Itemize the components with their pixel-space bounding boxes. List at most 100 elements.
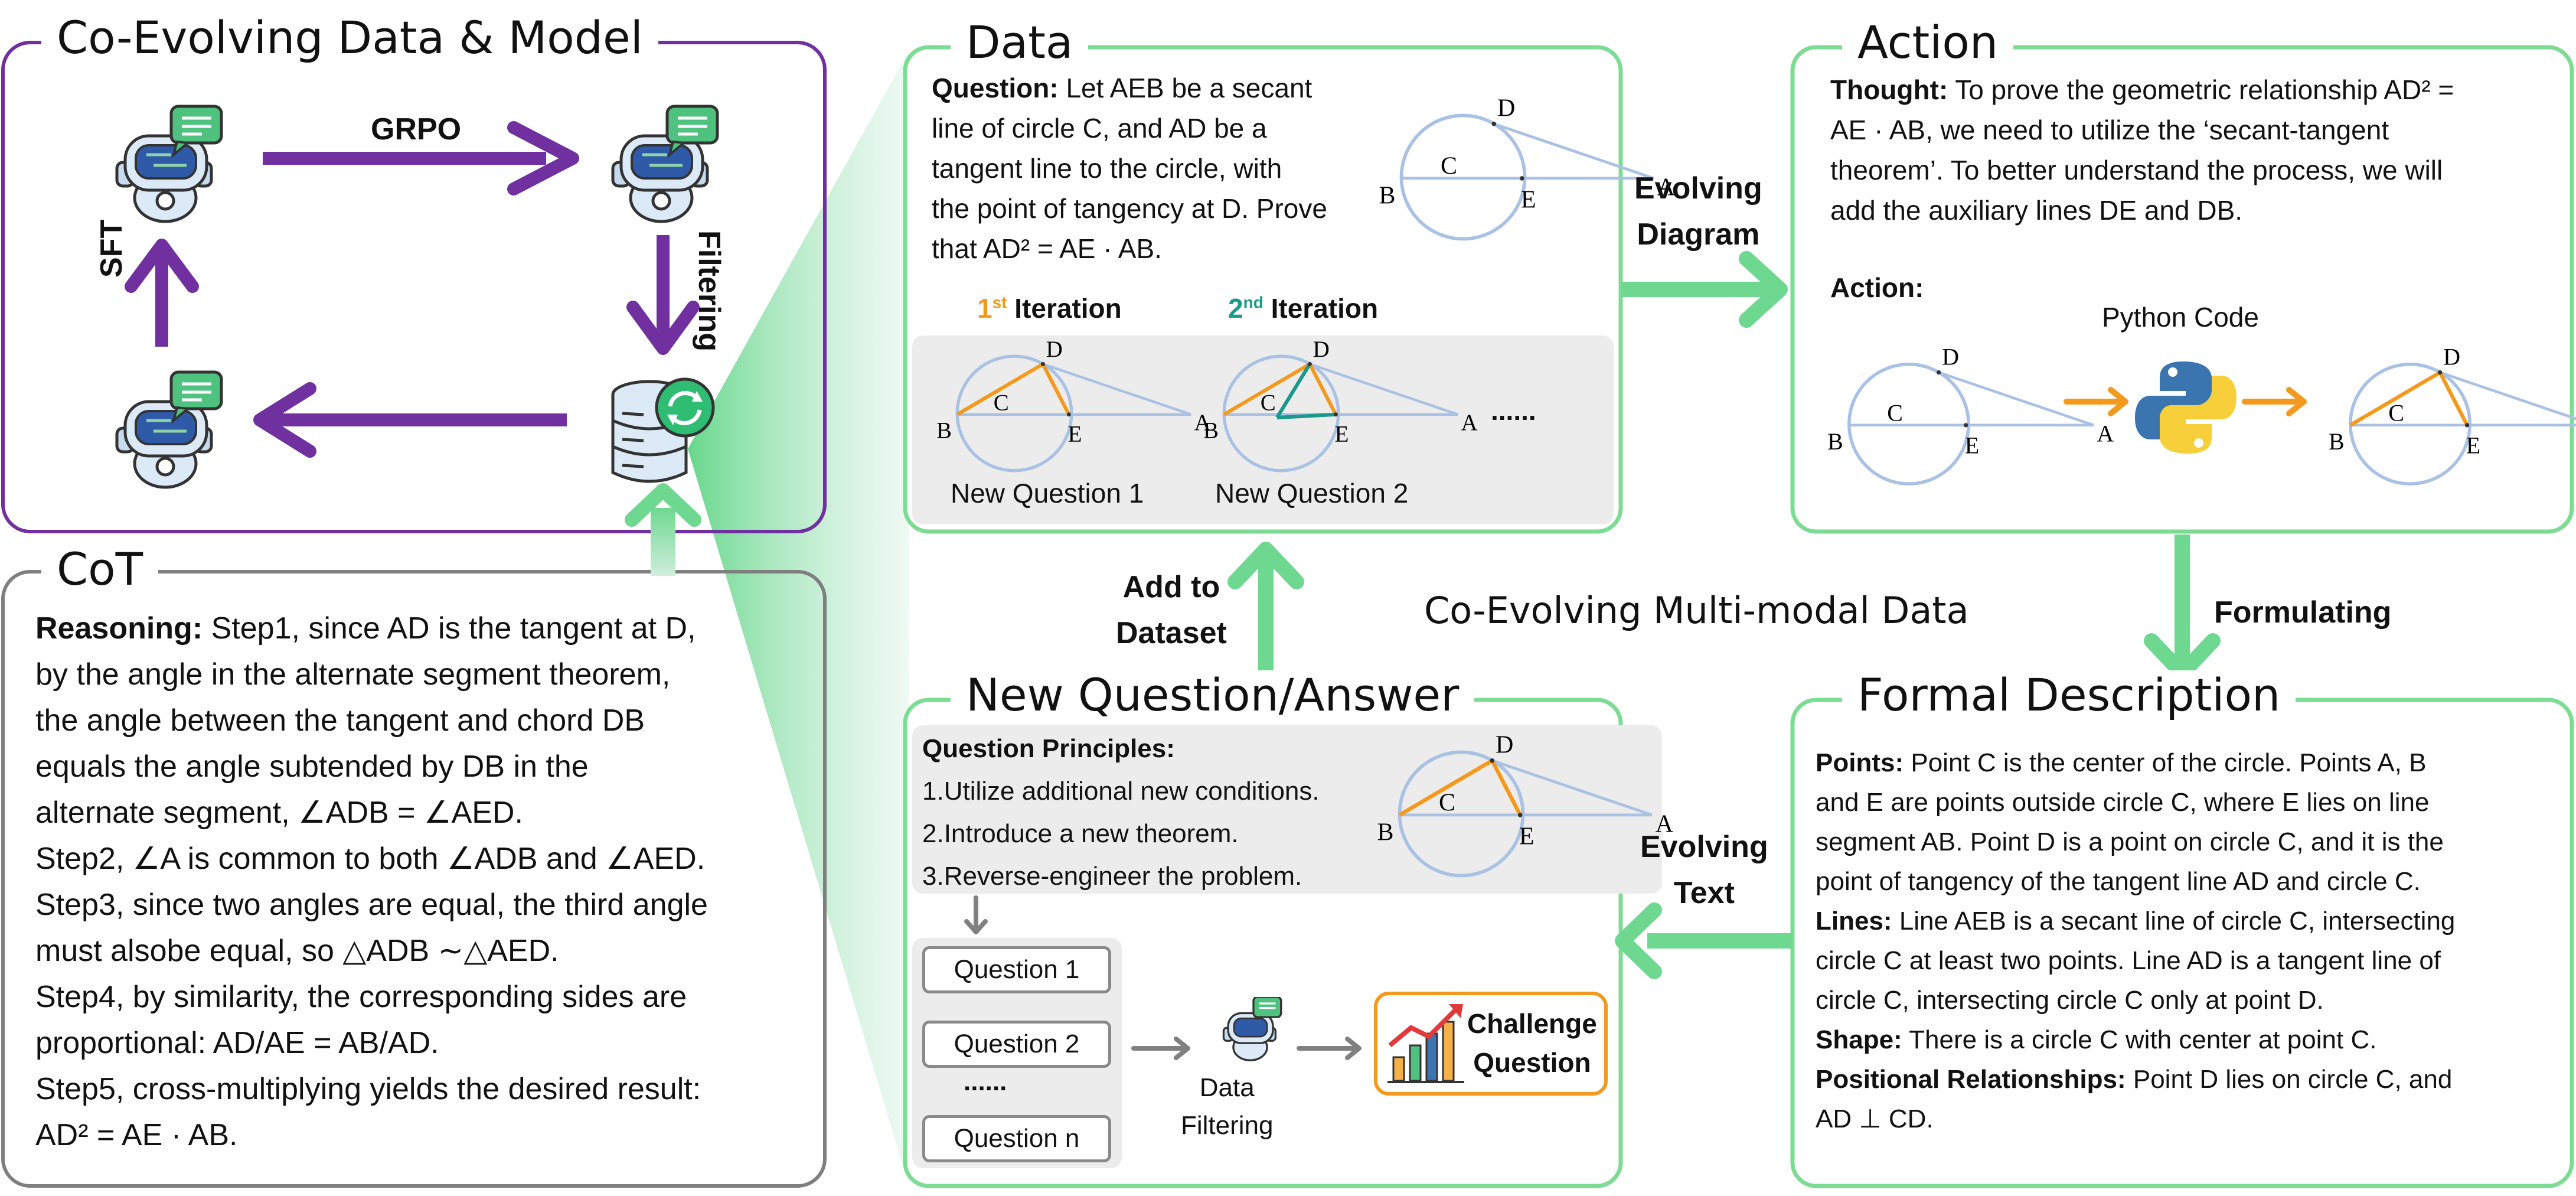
iteration-1-label: 1st Iteration [977, 294, 1122, 324]
iter1-sup: st [992, 293, 1007, 312]
return-arrow [253, 382, 567, 458]
point-label-c: C [1439, 789, 1455, 816]
python-code-label: Python Code [2102, 302, 2259, 333]
formal-line: Line AEB is a secant line of circle C, i… [1899, 907, 2456, 936]
principle-item: 1.Utilize additional new conditions. [922, 777, 1320, 806]
cot-panel [1, 570, 827, 1188]
evolving-text-line: Evolving [1640, 830, 1768, 864]
aux-line-de [1308, 363, 1338, 416]
robot-icon [115, 370, 223, 489]
data-question-text: Question: Let AEB be a secant line of ci… [932, 68, 1327, 269]
point-label-b: B [936, 418, 952, 443]
point-label-e: E [1965, 432, 1979, 459]
point-e [1066, 412, 1071, 417]
evolving-text-arrow [1615, 902, 1793, 979]
point-label-b: B [1827, 428, 1843, 455]
sft-label: SFT [94, 219, 129, 278]
point-label-e: E [1519, 823, 1535, 850]
aux-line-de [1041, 363, 1071, 416]
question-1-box[interactable]: Question 1 [922, 946, 1111, 993]
formal-line: Point D lies on circle C, and [2133, 1065, 2453, 1094]
formulating-arrow [2144, 535, 2221, 681]
data-title: Data [951, 18, 1089, 67]
evolving-diagram-arrow [1621, 251, 1788, 328]
point-label-c: C [1261, 390, 1276, 416]
thought-line: AE · AB, we need to utilize the ‘secant-… [1830, 115, 2389, 145]
cot-line: proportional: AD/AE = AB/AD. [35, 1026, 439, 1060]
reasoning-label: Reasoning: [35, 611, 203, 646]
point-d [1040, 361, 1045, 366]
add-to-dataset-line: Add to [1122, 570, 1220, 604]
iteration-2-label: 2nd Iteration [1228, 294, 1378, 324]
python-logo-icon [2135, 361, 2237, 454]
iter2-sup: nd [1243, 293, 1263, 312]
evolving-text-label: Evolving Text [1640, 824, 1768, 916]
point-e [1517, 813, 1523, 817]
formal-text: Points: Point C is the center of the cir… [1816, 743, 2455, 1139]
cot-line: by the angle in the alternate segment th… [35, 657, 671, 692]
aux-line-db [1398, 758, 1493, 817]
point-label-a: A [1657, 174, 1676, 201]
tangent-line [1938, 371, 2094, 427]
point-label-b: B [1203, 418, 1219, 443]
point-label-d: D [1313, 337, 1330, 362]
robot-icon [115, 105, 223, 223]
challenge-line: Challenge [1467, 1008, 1597, 1039]
aux-line-db [1223, 362, 1311, 416]
cot-line: Step1, since AD is the tangent at D, [211, 611, 696, 646]
iter2-word: Iteration [1271, 293, 1379, 324]
question-line: line of circle C, and AD be a [932, 113, 1267, 144]
tangent-line [1491, 759, 1653, 817]
positional-label: Positional Relationships: [1816, 1065, 2126, 1094]
robot-icon [611, 105, 719, 223]
gray-arrows [964, 895, 1362, 1060]
shape-label: Shape: [1816, 1025, 1902, 1054]
center-label: Co-Evolving Multi-modal Data [1424, 589, 1969, 632]
formal-line: point of tangency of the tangent line AD… [1816, 867, 2421, 896]
aux-line-ce [1276, 412, 1336, 420]
aux-line-db [2349, 370, 2441, 427]
cot-line: Step5, cross-multiplying yields the desi… [35, 1072, 701, 1106]
action-title: Action [1842, 18, 2014, 67]
add-to-dataset-label: Add to Dataset [1116, 564, 1227, 656]
green-fan [688, 50, 909, 1187]
iteration-ellipsis: ...... [1491, 395, 1536, 426]
point-e [1963, 423, 1968, 428]
question-2-box[interactable]: Question 2 [922, 1021, 1111, 1068]
data-filtering-label: Data Filtering [1181, 1069, 1274, 1145]
point-label-b: B [1379, 183, 1396, 210]
formal-line: AD ⊥ CD. [1816, 1104, 1934, 1133]
point-d [1936, 370, 1941, 375]
filtering-arrow [626, 235, 700, 355]
evolving-diagram-line: Diagram [1637, 217, 1760, 252]
filter-robot-icon [1222, 997, 1282, 1061]
tangent-line [2439, 371, 2576, 421]
point-label-c: C [1441, 152, 1457, 180]
thought-line: add the auxiliary lines DE and DB. [1830, 195, 2243, 226]
tangent-line [1042, 363, 1191, 416]
point-label-e: E [1521, 186, 1536, 213]
tangent-line [1493, 122, 1654, 180]
cot-line: Step2, ∠A is common to both ∠ADB and ∠AE… [35, 842, 706, 876]
data-filtering-line: Filtering [1181, 1111, 1274, 1140]
filtering-label: Filtering [692, 230, 726, 352]
question-line: Let AEB be a secant [1066, 73, 1313, 103]
point-d [1490, 758, 1495, 763]
formal-line: segment AB. Point D is a point on circle… [1816, 827, 2444, 856]
point-label-d: D [1046, 337, 1063, 362]
evolving-diagram-label: Evolving Diagram [1634, 165, 1762, 258]
formal-title: Formal Description [1842, 670, 2296, 720]
aux-line-db [956, 362, 1044, 416]
data-filtering-line: Data [1199, 1073, 1255, 1102]
question-n-box[interactable]: Question n [922, 1115, 1111, 1162]
principles-gray-area [912, 725, 1662, 894]
evolving-text-line: Text [1673, 876, 1735, 910]
coevolve-title: Co-Evolving Data & Model [41, 13, 658, 63]
question-line: the point of tangency at D. Prove [932, 193, 1327, 224]
principles-label: Question Principles: [922, 734, 1175, 763]
thought-label: Thought: [1830, 74, 1948, 105]
database-icon [611, 377, 715, 483]
challenge-line: Question [1473, 1047, 1591, 1078]
question-label: Question: [932, 73, 1059, 103]
cot-line: must alsobe equal, so △ADB ∼△AED. [35, 934, 559, 968]
